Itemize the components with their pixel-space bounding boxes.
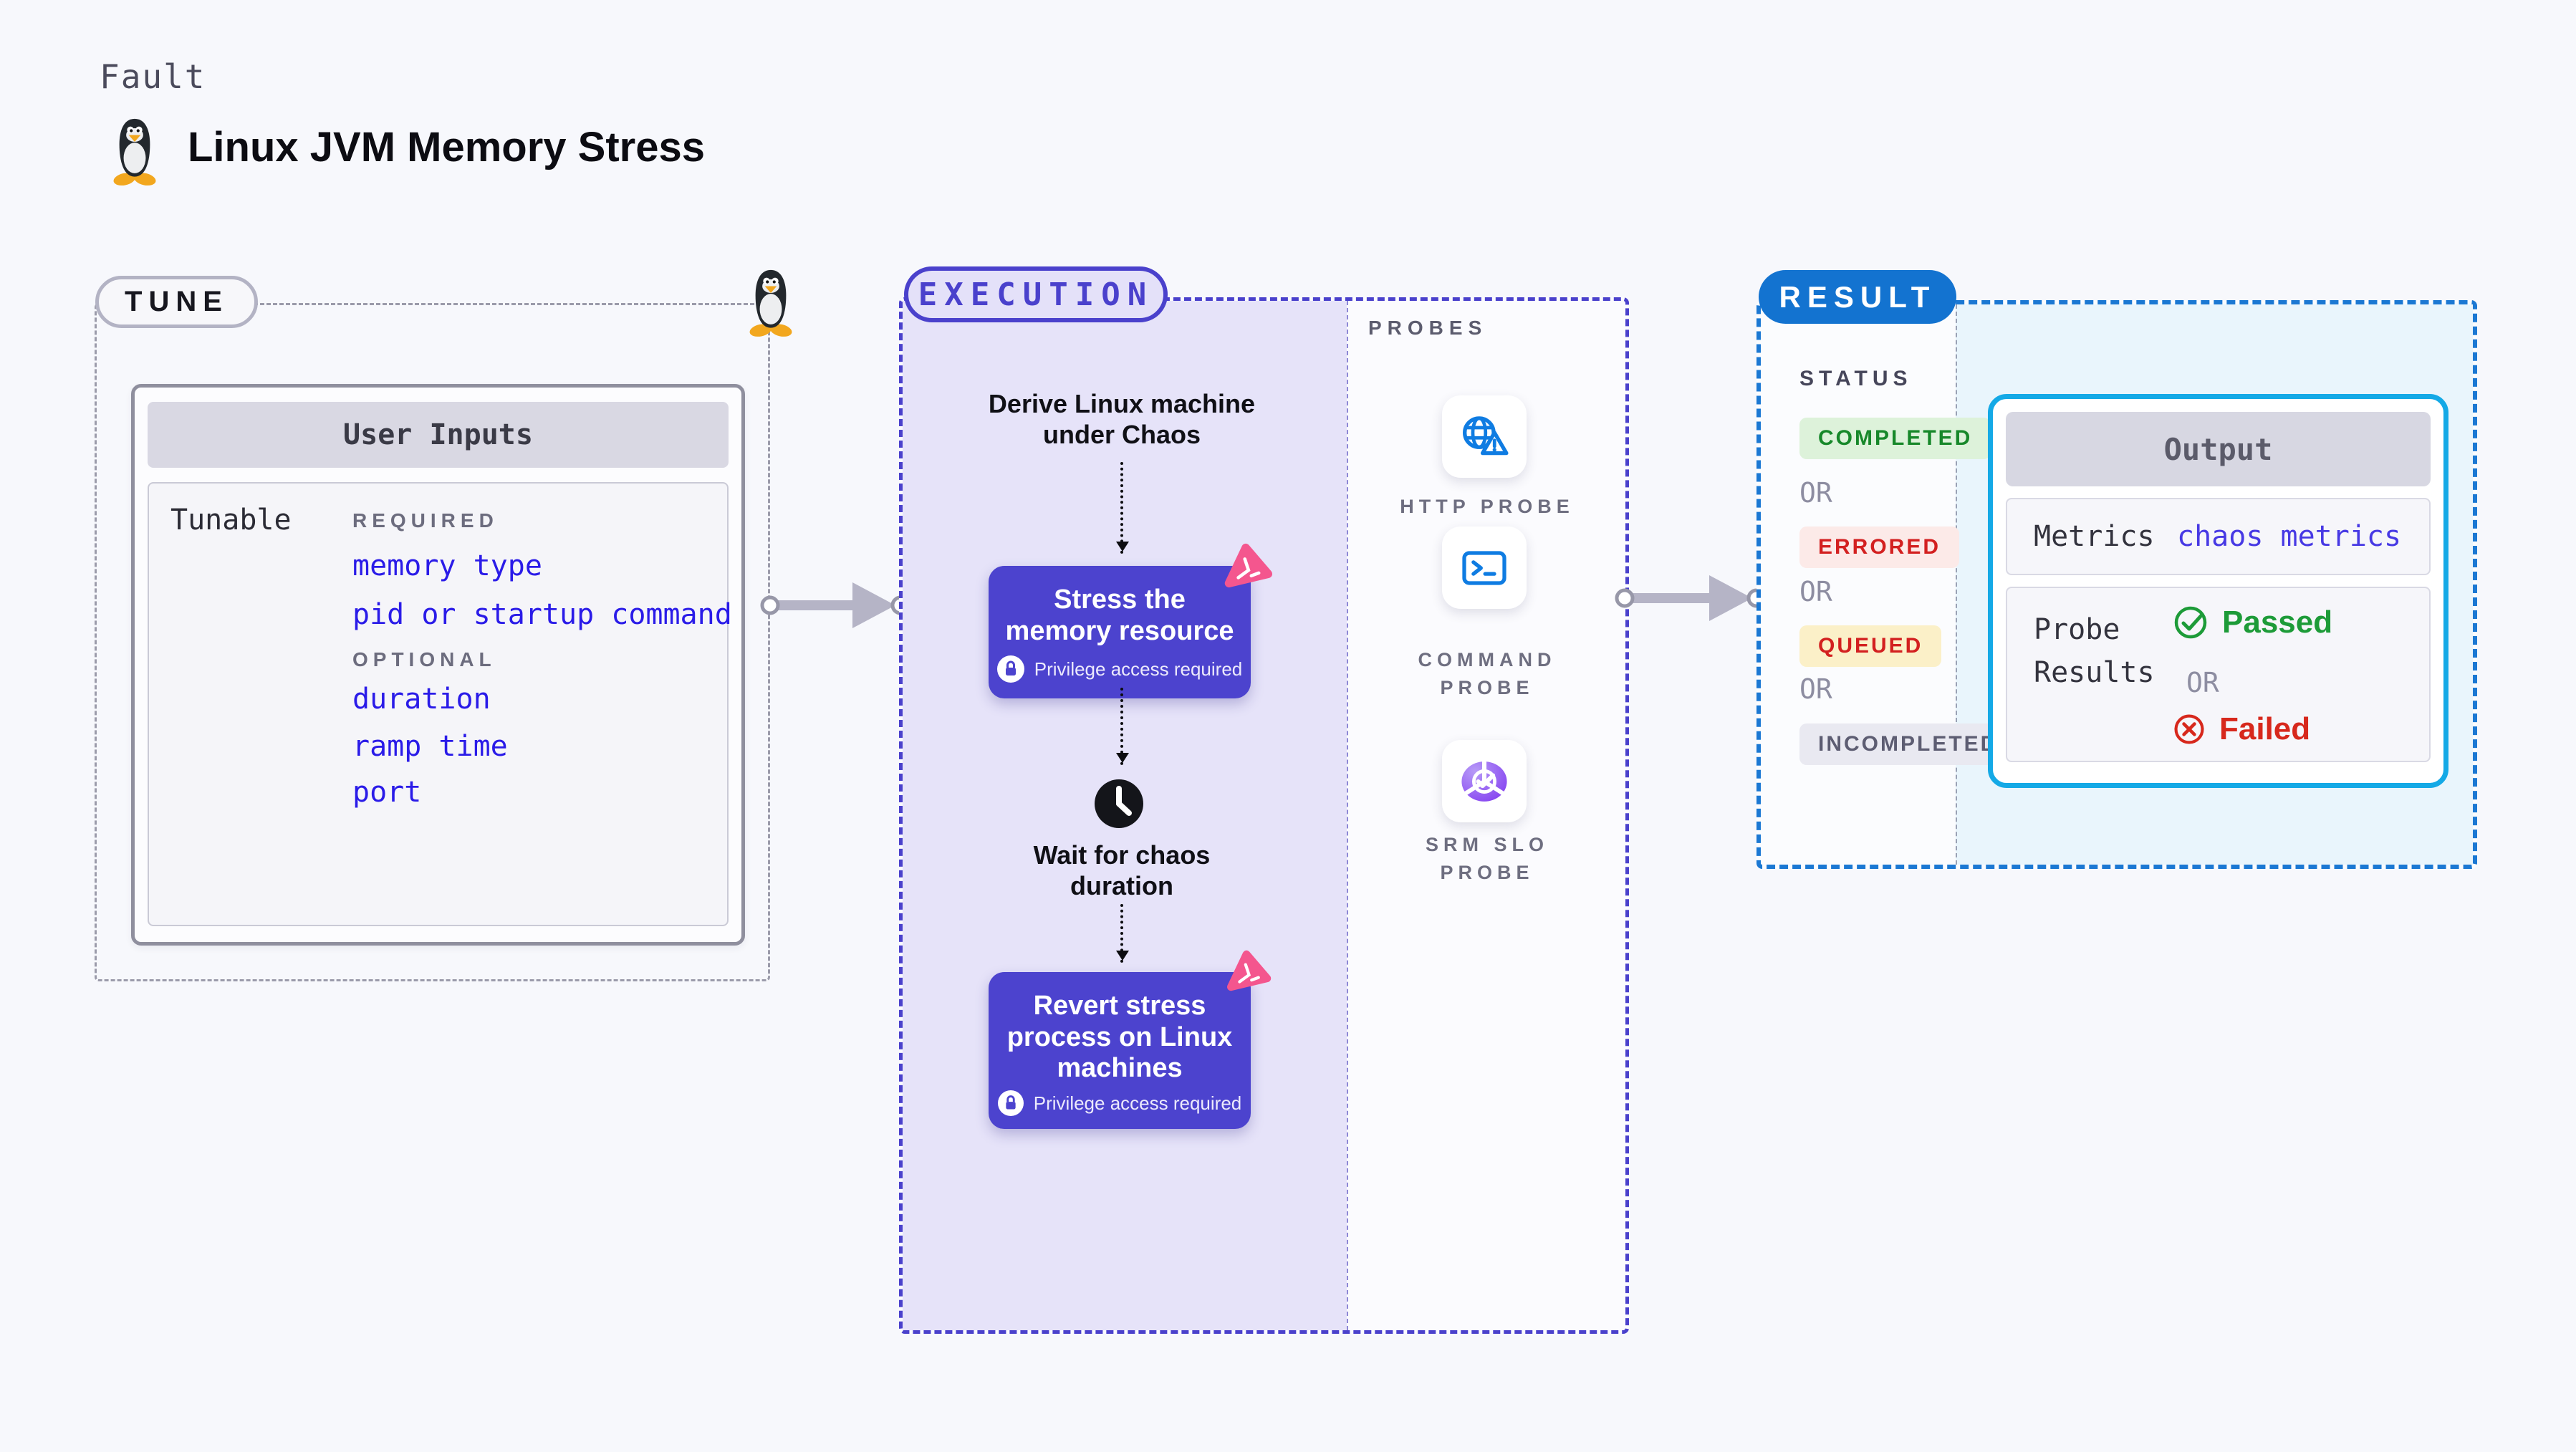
input-link-port[interactable]: port [352, 776, 422, 809]
required-group-label: REQUIRED [352, 509, 499, 532]
stress-memory-node: Stress the memory resource Privilege acc… [989, 566, 1251, 699]
tunable-label: Tunable [170, 504, 292, 537]
tune-to-execution-arrow [752, 573, 910, 641]
stress-node-title: Stress the memory resource [1005, 585, 1234, 646]
privilege-note: Privilege access required [1034, 658, 1243, 680]
status-or-separator: OR [1799, 673, 1832, 705]
input-link-duration[interactable]: duration [352, 683, 491, 716]
lock-icon [997, 1090, 1024, 1117]
chaos-pinwheel-icon [1218, 542, 1274, 599]
slo-gauge-icon [1461, 760, 1507, 802]
metrics-label: Metrics [2034, 520, 2155, 553]
input-link-ramp-time[interactable]: ramp time [352, 730, 508, 763]
status-label: STATUS [1799, 367, 1913, 390]
flow-connector-3 [1116, 904, 1129, 963]
probe-results-row: Probe Results Passed OR Failed [2006, 587, 2431, 762]
execution-to-result-arrow [1609, 566, 1767, 634]
probe-result-passed: Passed [2172, 604, 2332, 641]
metrics-value-link[interactable]: chaos metrics [2177, 520, 2402, 553]
srm-slo-probe-card [1442, 740, 1527, 822]
optional-group-label: OPTIONAL [352, 648, 496, 670]
failed-text: Failed [2219, 711, 2311, 746]
clock-icon [1093, 778, 1145, 830]
revert-node-title: Revert stress process on Linux machines [1006, 991, 1233, 1084]
probe-result-or: OR [2186, 667, 2219, 698]
http-probe-label: HTTP PROBE [1400, 496, 1575, 517]
user-inputs-title: User Inputs [148, 402, 729, 468]
privilege-note: Privilege access required [1033, 1092, 1242, 1114]
status-badge-completed: COMPLETED [1799, 418, 1991, 459]
passed-text: Passed [2222, 605, 2333, 640]
status-badge-queued: QUEUED [1799, 625, 1942, 667]
command-probe-label: COMMAND PROBE [1418, 649, 1557, 699]
status-or-separator: OR [1799, 477, 1832, 509]
probe-results-label: Probe Results [2034, 613, 2155, 689]
status-badge-errored: ERRORED [1799, 527, 1960, 568]
globe-alert-icon [1463, 415, 1509, 455]
user-inputs-panel: User Inputs Tunable REQUIRED memory type… [131, 384, 745, 946]
srm-slo-probe-label: SRM SLO PROBE [1425, 834, 1549, 884]
input-link-pid-or-startup-command[interactable]: pid or startup command [352, 598, 732, 631]
tux-penguin-icon-small [744, 268, 798, 337]
output-title: Output [2006, 412, 2431, 486]
status-badge-incompleted: INCOMPLETED [1799, 723, 2017, 765]
chaos-pinwheel-icon [1221, 948, 1272, 1001]
step-derive-machine: Derive Linux machine under Chaos [988, 389, 1256, 450]
tune-badge: TUNE [95, 276, 258, 328]
x-circle-icon [2174, 714, 2204, 744]
tux-penguin-icon [107, 117, 162, 186]
fault-kicker: Fault [100, 57, 206, 96]
status-or-separator: OR [1799, 576, 1832, 607]
user-inputs-body: Tunable REQUIRED memory type pid or star… [148, 482, 732, 926]
input-link-memory-type[interactable]: memory type [352, 549, 542, 582]
lock-icon [996, 655, 1024, 683]
execution-probes-divider [1347, 301, 1348, 1330]
execution-badge: EXECUTION [904, 266, 1168, 322]
step-wait-duration: Wait for chaos duration [1033, 840, 1211, 901]
flow-connector-2 [1116, 688, 1129, 765]
result-badge: RESULT [1759, 270, 1956, 324]
tune-section-box [95, 303, 770, 981]
command-probe-card [1442, 527, 1527, 609]
output-panel: Output Metrics chaos metrics Probe Resul… [1988, 394, 2448, 788]
flow-connector-1 [1116, 462, 1129, 554]
status-output-divider [1956, 304, 1957, 865]
http-probe-card [1442, 395, 1527, 478]
terminal-icon [1462, 550, 1506, 585]
metrics-row: Metrics chaos metrics [2006, 498, 2431, 575]
probe-result-failed: Failed [2172, 711, 2310, 747]
check-circle-icon [2174, 606, 2207, 639]
probes-section-label: PROBES [1368, 317, 1488, 339]
page-title: Linux JVM Memory Stress [188, 124, 705, 170]
revert-stress-node: Revert stress process on Linux machines … [989, 972, 1251, 1130]
